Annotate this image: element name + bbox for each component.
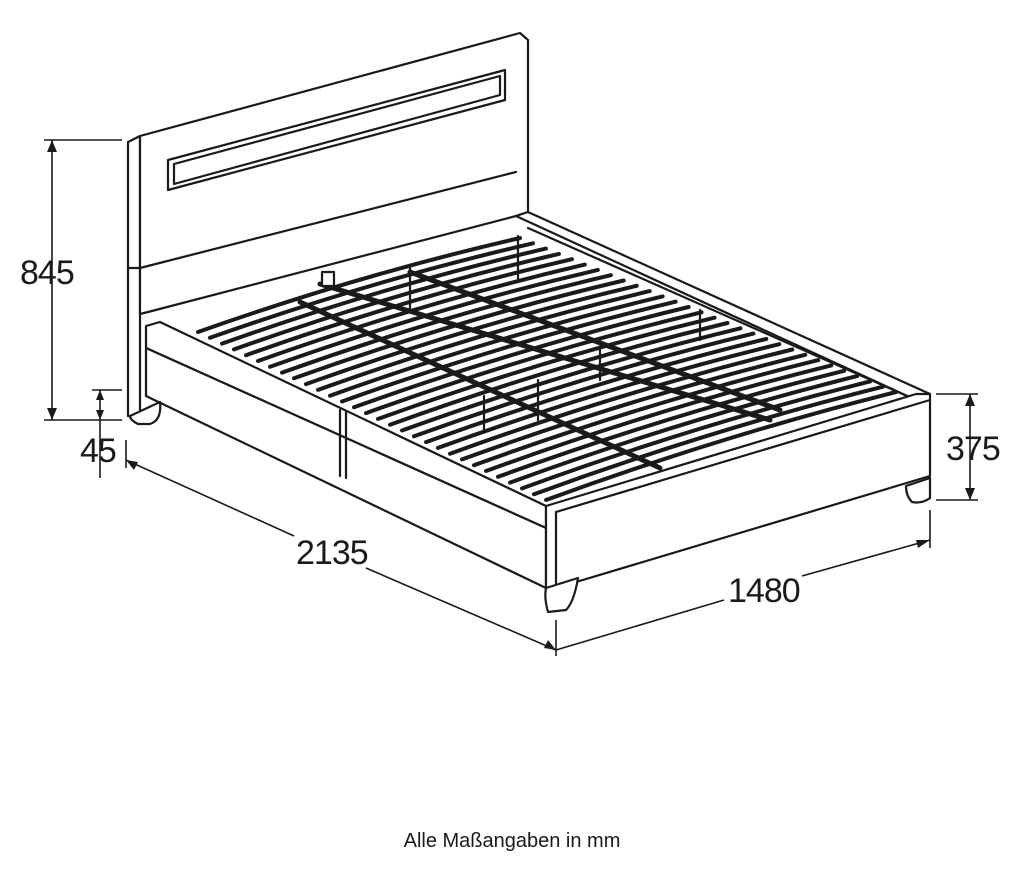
foot-rail bbox=[544, 392, 932, 590]
dimension-length-label: 2135 bbox=[296, 534, 368, 572]
headboard bbox=[126, 31, 530, 418]
slat bbox=[400, 326, 743, 433]
slat bbox=[508, 374, 860, 485]
dimension-frame-height-label: 375 bbox=[946, 430, 1000, 468]
slat bbox=[472, 358, 821, 468]
slat bbox=[424, 336, 769, 445]
dimension-width bbox=[555, 510, 931, 651]
dimension-leg-height bbox=[92, 389, 122, 478]
slat bbox=[328, 294, 665, 398]
slat bbox=[388, 321, 730, 427]
slat bbox=[436, 342, 782, 450]
slat bbox=[352, 305, 691, 410]
dimension-width-label: 1480 bbox=[728, 572, 800, 610]
slat bbox=[364, 310, 704, 416]
slat bbox=[280, 273, 613, 375]
slat bbox=[340, 299, 678, 404]
slat bbox=[496, 368, 847, 479]
slat bbox=[196, 236, 522, 334]
slat bbox=[532, 384, 885, 497]
units-note: Alle Maßangaben in mm bbox=[403, 830, 621, 852]
slat bbox=[460, 352, 808, 462]
slat bbox=[484, 363, 834, 473]
slat bbox=[220, 246, 548, 346]
slat bbox=[256, 262, 587, 363]
dimension-total-height-label: 845 bbox=[20, 254, 74, 292]
led-light-strip bbox=[166, 68, 507, 192]
slat bbox=[520, 379, 873, 491]
slat bbox=[268, 267, 600, 369]
dimension-leg-height-label: 45 bbox=[80, 432, 116, 470]
center-support bbox=[297, 234, 783, 471]
slat bbox=[376, 315, 717, 421]
dimension-total-height bbox=[44, 139, 122, 421]
slat bbox=[208, 241, 535, 340]
dimension-frame-height bbox=[936, 393, 978, 501]
slat bbox=[544, 390, 898, 502]
slat bbox=[412, 331, 756, 439]
slat bbox=[232, 251, 561, 352]
slat bbox=[448, 347, 795, 456]
bed-legs bbox=[128, 400, 932, 614]
